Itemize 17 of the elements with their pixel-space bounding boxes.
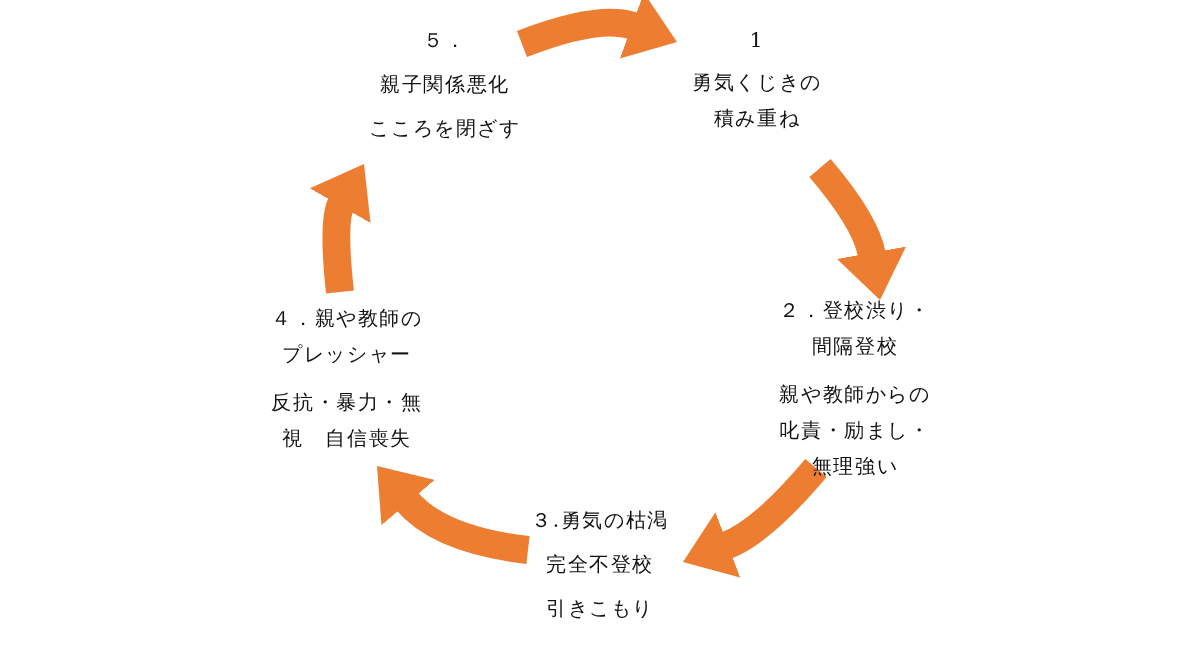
arrow bbox=[809, 159, 906, 300]
step-text: 引きこもり bbox=[546, 596, 654, 620]
arrow bbox=[308, 162, 373, 294]
step-text: 勇気くじきの積み重ね bbox=[692, 70, 822, 130]
step-heading: ４．親や教師のプレッシャー bbox=[271, 306, 423, 366]
step-heading: ３.勇気の枯渇 bbox=[531, 508, 669, 532]
arrow bbox=[517, 0, 678, 60]
step-heading: ２．登校渋り・間隔登校 bbox=[779, 298, 931, 358]
step-text: 親や教師からの叱責・励まし・無理強い bbox=[779, 382, 931, 478]
step-text: こころを閉ざす bbox=[369, 116, 521, 140]
arrow bbox=[683, 458, 827, 578]
step-text: 反抗・暴力・無視 自信喪失 bbox=[271, 390, 423, 450]
step-heading: 1 bbox=[749, 28, 765, 52]
arrow bbox=[375, 467, 530, 564]
step-heading: ５． bbox=[423, 28, 467, 52]
step-text: 親子関係悪化 bbox=[380, 72, 510, 96]
step-text: 完全不登校 bbox=[546, 552, 654, 576]
